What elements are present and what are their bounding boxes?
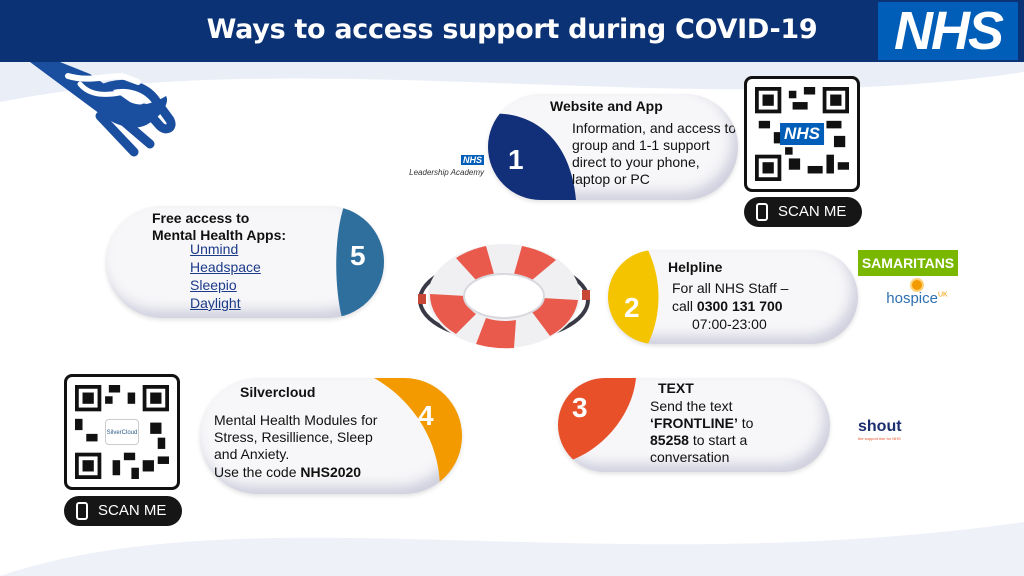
app-links: Unmind Headspace Sleepio Daylight [190, 240, 261, 312]
helpline-line2: call 0300 131 700 [672, 298, 783, 314]
hospice-uk-logo: hospiceUK [872, 280, 962, 308]
qr-code-silvercloud[interactable]: SilverCloud [64, 374, 180, 490]
wedge-2 [608, 250, 659, 344]
step-number: 3 [572, 392, 588, 423]
hospice-suffix: UK [937, 291, 948, 299]
app-link-sleepio[interactable]: Sleepio [190, 277, 237, 293]
leadership-academy-logo: NHS Leadership Academy [409, 155, 484, 177]
hospice-flower-icon [912, 280, 922, 290]
app-link-daylight[interactable]: Daylight [190, 295, 241, 311]
helpline-card: 2 Helpline For all NHS Staff – call 0300… [608, 250, 858, 344]
helpline-line1: For all NHS Staff – [672, 280, 789, 296]
text-card: 3 TEXT Send the text ‘FRONTLINE’ to 8525… [558, 378, 830, 472]
text-shortcode: 85258 [650, 432, 689, 448]
website-app-card: 1 Website and App Information, and acces… [488, 94, 738, 200]
wedge-5 [336, 206, 384, 318]
card-body: Mental Health Modules for Stress, Resill… [214, 412, 378, 462]
phone-icon [76, 502, 88, 520]
scan-me-label: SCAN ME [778, 203, 847, 220]
shout-logo: shout the support line for NHS [858, 418, 918, 441]
qr-nhs-badge: NHS [780, 123, 824, 145]
wedge-3 [558, 378, 636, 464]
scan-me-button-silvercloud[interactable]: SCAN ME [64, 496, 182, 526]
scan-me-label: SCAN ME [98, 502, 167, 519]
app-link-headspace[interactable]: Headspace [190, 259, 261, 275]
card-heading: Website and App [550, 98, 663, 114]
samaritans-logo: SAMARITANS [858, 250, 958, 276]
wedge-1 [488, 113, 576, 200]
helpline-hours: 07:00-23:00 [692, 316, 767, 332]
text-instructions: Send the text ‘FRONTLINE’ to 85258 to st… [650, 398, 754, 465]
qr-silvercloud-badge: SilverCloud [105, 419, 139, 445]
shout-tagline: the support line for NHS [858, 436, 901, 441]
hospice-text: hospice [886, 290, 938, 307]
silvercloud-code: Use the code NHS2020 [214, 464, 362, 480]
page-title: Ways to access support during COVID-19 [206, 14, 818, 45]
wedge-4 [374, 378, 462, 494]
card-body: Information, and access to group and 1-1… [572, 120, 737, 187]
card-heading: TEXT [658, 380, 694, 396]
header-bar [0, 0, 1024, 62]
card-heading: Silvercloud [240, 384, 316, 400]
background-swoosh [0, 62, 1024, 576]
text-keyword: ‘FRONTLINE’ [650, 415, 738, 431]
mental-health-apps-card: 5 Free access to Mental Health Apps: Unm… [106, 206, 384, 318]
helpline-number: 0300 131 700 [696, 298, 783, 314]
step-number: 5 [350, 240, 366, 271]
lifebuoy-icon [418, 244, 590, 349]
code-value: NHS2020 [300, 464, 362, 480]
helping-hands-icon [30, 62, 176, 157]
step-number: 4 [418, 400, 434, 431]
step-number: 2 [624, 292, 640, 323]
qr-pattern [75, 385, 169, 479]
card-heading-line2: Mental Health Apps: [152, 227, 287, 243]
phone-icon [756, 203, 768, 221]
app-link-unmind[interactable]: Unmind [190, 241, 239, 257]
scan-me-button-website[interactable]: SCAN ME [744, 197, 862, 227]
qr-pattern [755, 87, 849, 181]
silvercloud-card: 4 Silvercloud Mental Health Modules for … [200, 378, 462, 494]
shout-text: shout [858, 418, 902, 435]
card-heading: Helpline [668, 259, 723, 275]
card-heading-line1: Free access to [152, 210, 250, 226]
nhs-logo: NHS [878, 2, 1018, 60]
step-number: 1 [508, 144, 524, 175]
qr-code-website[interactable]: NHS [744, 76, 860, 192]
